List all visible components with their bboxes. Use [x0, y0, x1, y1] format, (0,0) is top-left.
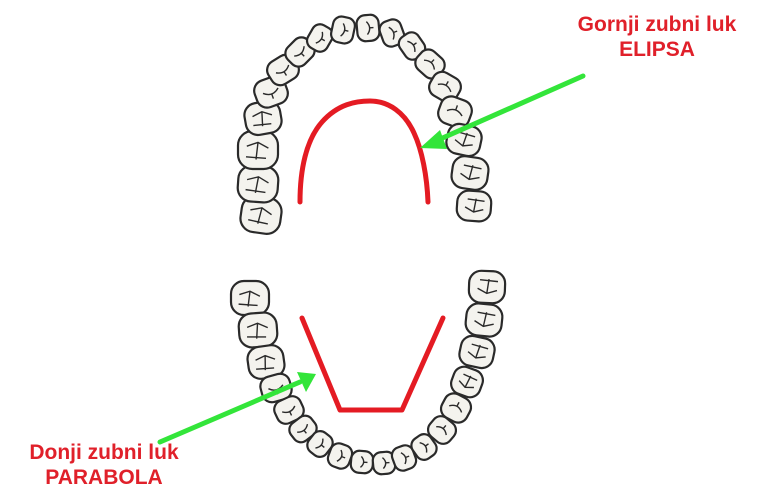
upper-arch-shape: ELIPSA [562, 37, 752, 62]
tooth-icon [350, 450, 374, 474]
tooth-icon [456, 190, 492, 222]
upper-arch-label: Gornji zubni luk ELIPSA [562, 12, 752, 62]
tooth-icon [237, 165, 279, 204]
tooth-icon [356, 14, 380, 42]
tooth-icon [238, 312, 278, 349]
lower-arch-label: Donji zubni luk PARABOLA [4, 440, 204, 490]
tooth-icon [238, 131, 278, 169]
tooth-icon [464, 302, 503, 338]
lower-arch-shape: PARABOLA [4, 465, 204, 490]
tooth-icon [231, 281, 269, 315]
tooth-icon [468, 270, 505, 303]
lower-arch-title: Donji zubni luk [4, 440, 204, 465]
upper-arch-title: Gornji zubni luk [562, 12, 752, 37]
tooth-icon [450, 155, 490, 192]
